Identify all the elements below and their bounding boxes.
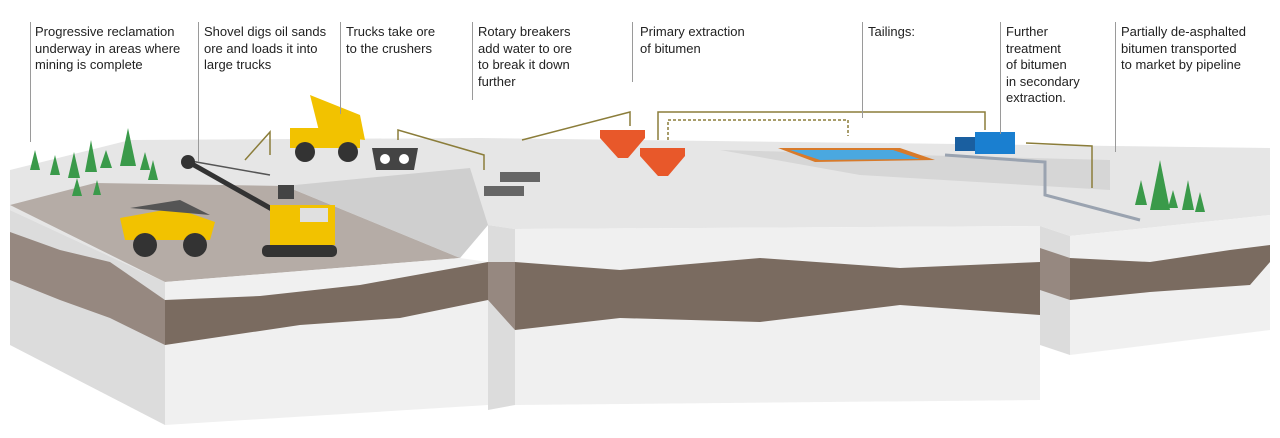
trees-right — [1135, 160, 1205, 212]
middle-front-stratum — [515, 258, 1040, 330]
leader-pipeline — [1115, 22, 1116, 152]
label-breakers: Rotary breakers add water to ore to brea… — [478, 24, 572, 89]
haul-truck-pit — [120, 200, 215, 257]
leader-shovel — [198, 22, 199, 162]
leader-primary — [632, 22, 633, 82]
leader-breakers — [472, 22, 473, 100]
leader-trucks — [340, 22, 341, 114]
right-side-stratum — [1040, 248, 1070, 300]
left-front-stratum — [165, 262, 488, 345]
right-front-stratum — [1070, 245, 1270, 300]
pit-floor — [10, 183, 460, 282]
tailings-water — [790, 150, 920, 160]
haul-truck-dump — [290, 95, 365, 162]
crusher — [372, 148, 418, 170]
label-pipeline: Partially de-asphalted bitumen transport… — [1121, 24, 1247, 72]
rotary-breakers — [484, 172, 540, 196]
pipeline — [944, 153, 1141, 222]
leader-tailings — [862, 22, 863, 118]
label-tailings: Tailings: — [868, 24, 915, 39]
label-reclamation: Progressive reclamation underway in area… — [35, 24, 181, 72]
pit-wall — [285, 168, 488, 258]
label-shovel: Shovel digs oil sands ore and loads it i… — [204, 24, 327, 72]
shovel — [181, 155, 337, 257]
secondary-extraction-tanks — [955, 132, 1015, 154]
label-secondary: Further treatment of bitumen in secondar… — [1006, 24, 1080, 105]
leader-secondary — [1000, 22, 1001, 134]
middle-side-stratum — [488, 262, 515, 330]
label-primary: Primary extraction of bitumen — [640, 24, 745, 56]
process-arrows — [244, 111, 1093, 188]
trees-left — [30, 128, 158, 196]
primary-extraction-hoppers — [600, 130, 685, 176]
label-trucks: Trucks take ore to the crushers — [346, 24, 436, 56]
leader-reclamation — [30, 22, 31, 142]
left-side-stratum — [10, 232, 165, 345]
